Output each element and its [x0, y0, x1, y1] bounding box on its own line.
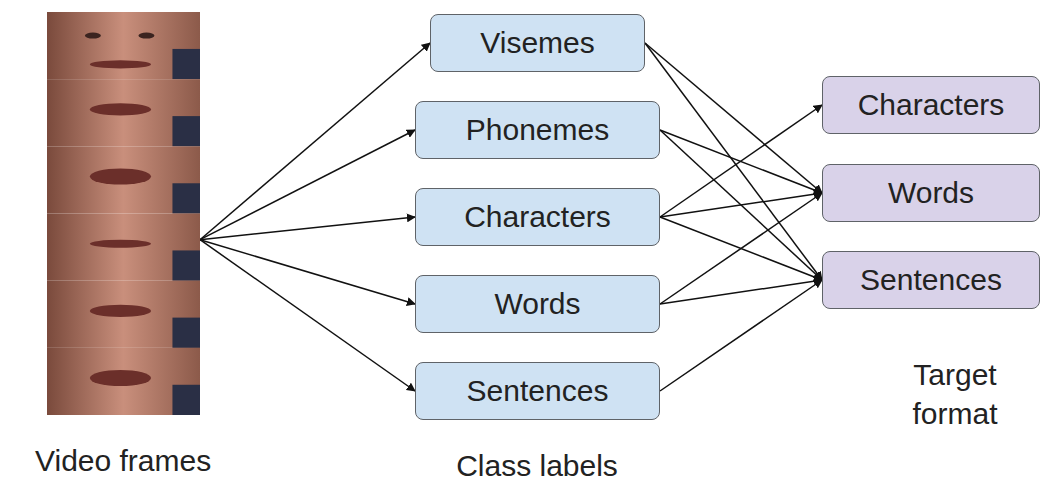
box-text: Characters [858, 87, 1005, 123]
label-box: Characters [822, 76, 1040, 134]
connector-arrow [200, 130, 415, 240]
connector-arrow [200, 43, 430, 240]
video-frames-illustration [47, 12, 200, 415]
label-box: Sentences [822, 251, 1040, 309]
column-label: Target format [875, 355, 1035, 433]
connector-arrow [645, 43, 822, 193]
column-label: Class labels [407, 446, 667, 485]
box-text: Words [494, 286, 580, 322]
connector-arrow [660, 193, 822, 304]
box-text: Sentences [860, 262, 1002, 298]
box-text: Characters [464, 199, 611, 235]
connector-arrow [660, 105, 822, 217]
connector-arrow [200, 240, 415, 304]
connector-arrow [660, 193, 822, 217]
label-box: Words [415, 275, 660, 333]
caption-text: Video frames [35, 443, 211, 479]
box-text: Phonemes [466, 112, 609, 148]
connector-arrow [660, 130, 822, 280]
connector-arrow [660, 280, 822, 304]
connector-arrow [200, 240, 415, 391]
connector-arrow [645, 43, 822, 280]
label-box: Characters [415, 188, 660, 246]
label-box: Visemes [430, 14, 645, 72]
video-frames: Video frames [47, 12, 200, 415]
connector-arrow [200, 217, 415, 240]
box-text: Words [888, 175, 974, 211]
label-box: Phonemes [415, 101, 660, 159]
label-box: Sentences [415, 362, 660, 420]
box-text: Visemes [480, 25, 595, 61]
label-box: Words [822, 164, 1040, 222]
connector-arrow [660, 280, 822, 391]
box-text: Sentences [467, 373, 609, 409]
